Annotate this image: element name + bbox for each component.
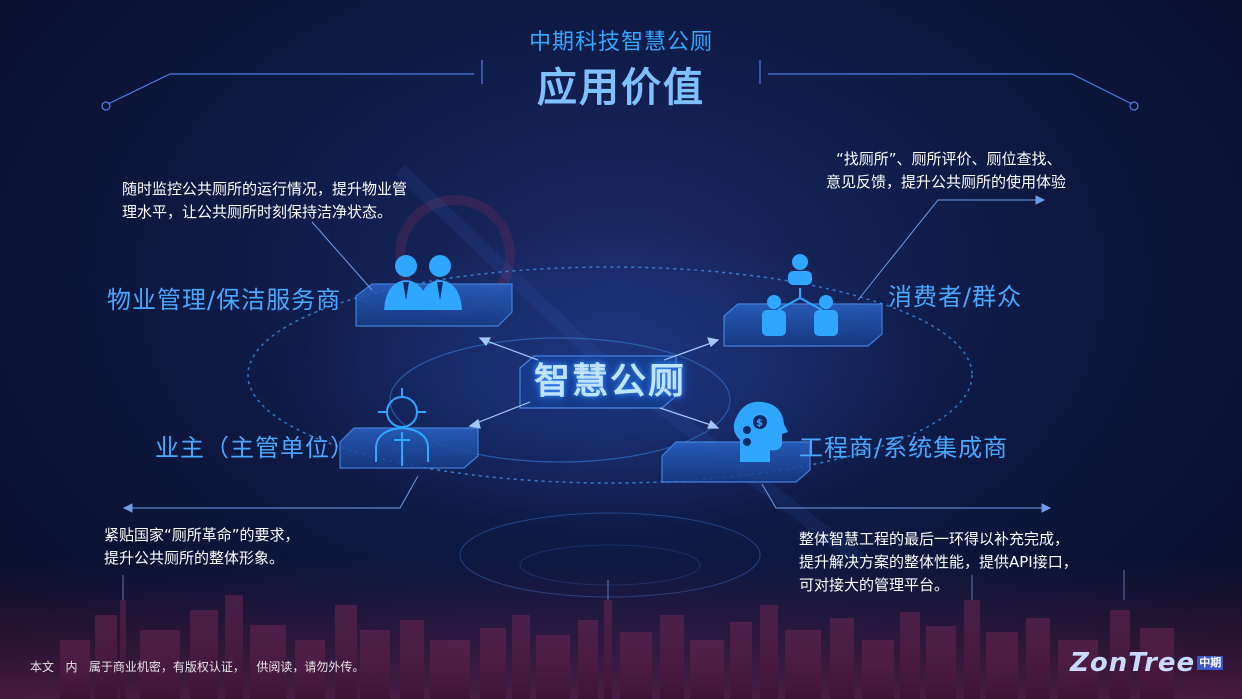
brand-logo: ZonTree 中期: [1070, 648, 1224, 678]
org-hierarchy-icon: [762, 254, 838, 336]
consumer-description-line: 意见反馈，提升公共厕所的使用体验: [826, 173, 1067, 191]
role-owner-label: 业主（主管单位）: [155, 434, 355, 462]
platforms: [339, 283, 883, 483]
city-skyline: [60, 595, 1174, 699]
owner-description: 紧贴国家“厕所革命”的要求， 提升公共厕所的整体形象。: [104, 524, 424, 570]
role-property-label: 物业管理/保洁服务商: [107, 286, 342, 314]
callout-lines: [122, 195, 1052, 513]
engineer-description-line: 提升解决方案的整体性能，提供API接口，: [799, 553, 1078, 571]
logo-text: ZonTree: [1070, 648, 1196, 678]
property-description-line: 随时监控公共厕所的运行情况，提升物业管: [122, 180, 408, 198]
role-engineer-label: 工程商/系统集成商: [799, 434, 1009, 462]
center-label: 智慧公厕: [534, 361, 687, 402]
business-people-icon: [384, 255, 462, 310]
engineer-description: 整体智慧工程的最后一环得以补充完成， 提升解决方案的整体性能，提供API接口， …: [799, 528, 1159, 597]
confidentiality-notice: 本文 内 属于商业机密，有版权认证， 供阅读，请勿外传。: [30, 660, 365, 674]
engineer-description-line: 可对接大的管理平台。: [799, 576, 950, 594]
engineer-description-line: 整体智慧工程的最后一环得以补充完成，: [799, 530, 1070, 548]
property-description: 随时监控公共厕所的运行情况，提升物业管 理水平，让公共厕所时刻保持洁净状态。: [122, 178, 482, 224]
property-description-line: 理水平，让公共厕所时刻保持洁净状态。: [122, 203, 393, 221]
header-frame: [101, 60, 1139, 111]
owner-description-line: 提升公共厕所的整体形象。: [104, 549, 285, 567]
consumer-description: “找厕所”、厕所评价、厕位查找、 意见反馈，提升公共厕所的使用体验: [826, 148, 1146, 194]
consumer-description-line: “找厕所”、厕所评价、厕位查找、: [836, 150, 1062, 168]
connection-arrows: [468, 337, 720, 429]
head-money-icon: $: [733, 401, 788, 462]
svg-text:$: $: [756, 418, 763, 429]
header-subtitle: 中期科技智慧公厕: [528, 30, 713, 55]
logo-cn-badge: 中期: [1197, 656, 1224, 670]
target-person-icon: [375, 388, 429, 466]
owner-description-line: 紧贴国家“厕所革命”的要求，: [104, 526, 300, 544]
page-title: 应用价值: [537, 65, 705, 111]
role-consumer-label: 消费者/群众: [888, 283, 1023, 311]
